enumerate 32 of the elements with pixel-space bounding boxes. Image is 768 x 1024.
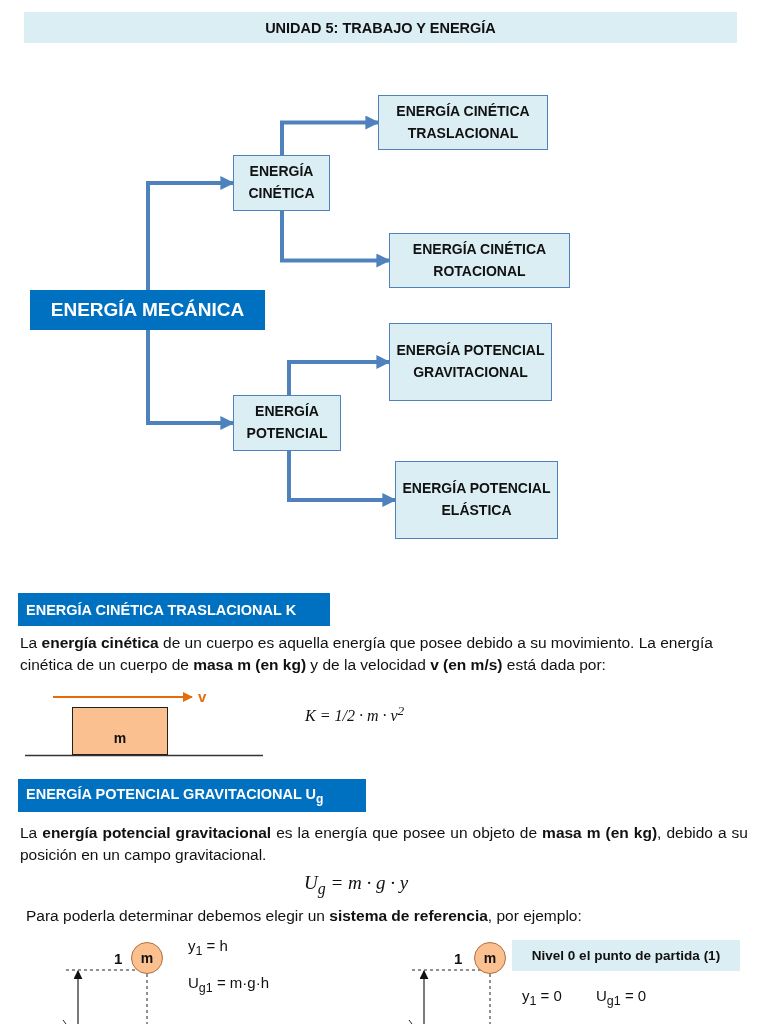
- process-box: ENERGÍA POTENCIAL: [233, 395, 341, 451]
- process-box: ENERGÍA POTENCIAL ELÁSTICA: [395, 461, 558, 539]
- note-band: Nivel 0 el punto de partida (1): [512, 940, 740, 971]
- arrow: [287, 451, 397, 507]
- process-box: ENERGÍA POTENCIAL GRAVITACIONAL: [389, 323, 552, 401]
- arrow: [280, 211, 391, 268]
- energy-label: U$_{g1}$ = m·g·h: [188, 973, 269, 997]
- process-box: ENERGÍA CINÉTICA TRASLACIONAL: [378, 95, 548, 150]
- section-heading: ENERGÍA POTENCIAL GRAVITACIONAL U$_{g}$: [18, 779, 366, 812]
- arrow: [287, 355, 391, 395]
- energy-label: U$_{g1}$ = 0: [596, 986, 647, 1010]
- point-number: 1: [114, 949, 123, 969]
- height-label: y$_{1}$ = h: [188, 936, 228, 960]
- arrow: [146, 330, 235, 430]
- formula: K = 1/2 · m · v$^{2}$: [305, 702, 405, 727]
- height-label: y$_{1}$ = 0: [522, 986, 562, 1010]
- process-box: ENERGÍA CINÉTICA: [233, 155, 330, 211]
- arrow: [280, 115, 380, 155]
- formula: U$_{g}$ = m · g · y: [304, 871, 409, 900]
- paragraph: La energía potencial gravitacional es la energía que posee un objeto de masa m (en kg), debido a su posición en un campo gravitacional.: [20, 823, 748, 865]
- mass-circle: m: [131, 942, 163, 974]
- paragraph: La energía cinética de un cuerpo es aquella energía que posee debido a su movimiento. La energía cinética de un cuerpo de masa m (en kg) y de la velocidad v (en m/s) está dada por:: [20, 633, 714, 675]
- process-box: ENERGÍA CINÉTICA ROTACIONAL: [389, 233, 570, 288]
- block: m: [72, 707, 168, 755]
- mass-circle: m: [474, 942, 506, 974]
- title-band: UNIDAD 5: TRABAJO Y ENERGÍA: [24, 12, 737, 43]
- section-heading: ENERGÍA CINÉTICA TRASLACIONAL K: [18, 593, 330, 626]
- arrow: [146, 176, 235, 290]
- main-box: ENERGÍA MECÁNICA: [30, 290, 265, 330]
- velocity-label: v: [198, 687, 207, 707]
- paragraph: Para poderla determinar debemos elegir un sistema de referencia, por ejemplo:: [26, 906, 582, 926]
- point-number: 1: [454, 949, 463, 969]
